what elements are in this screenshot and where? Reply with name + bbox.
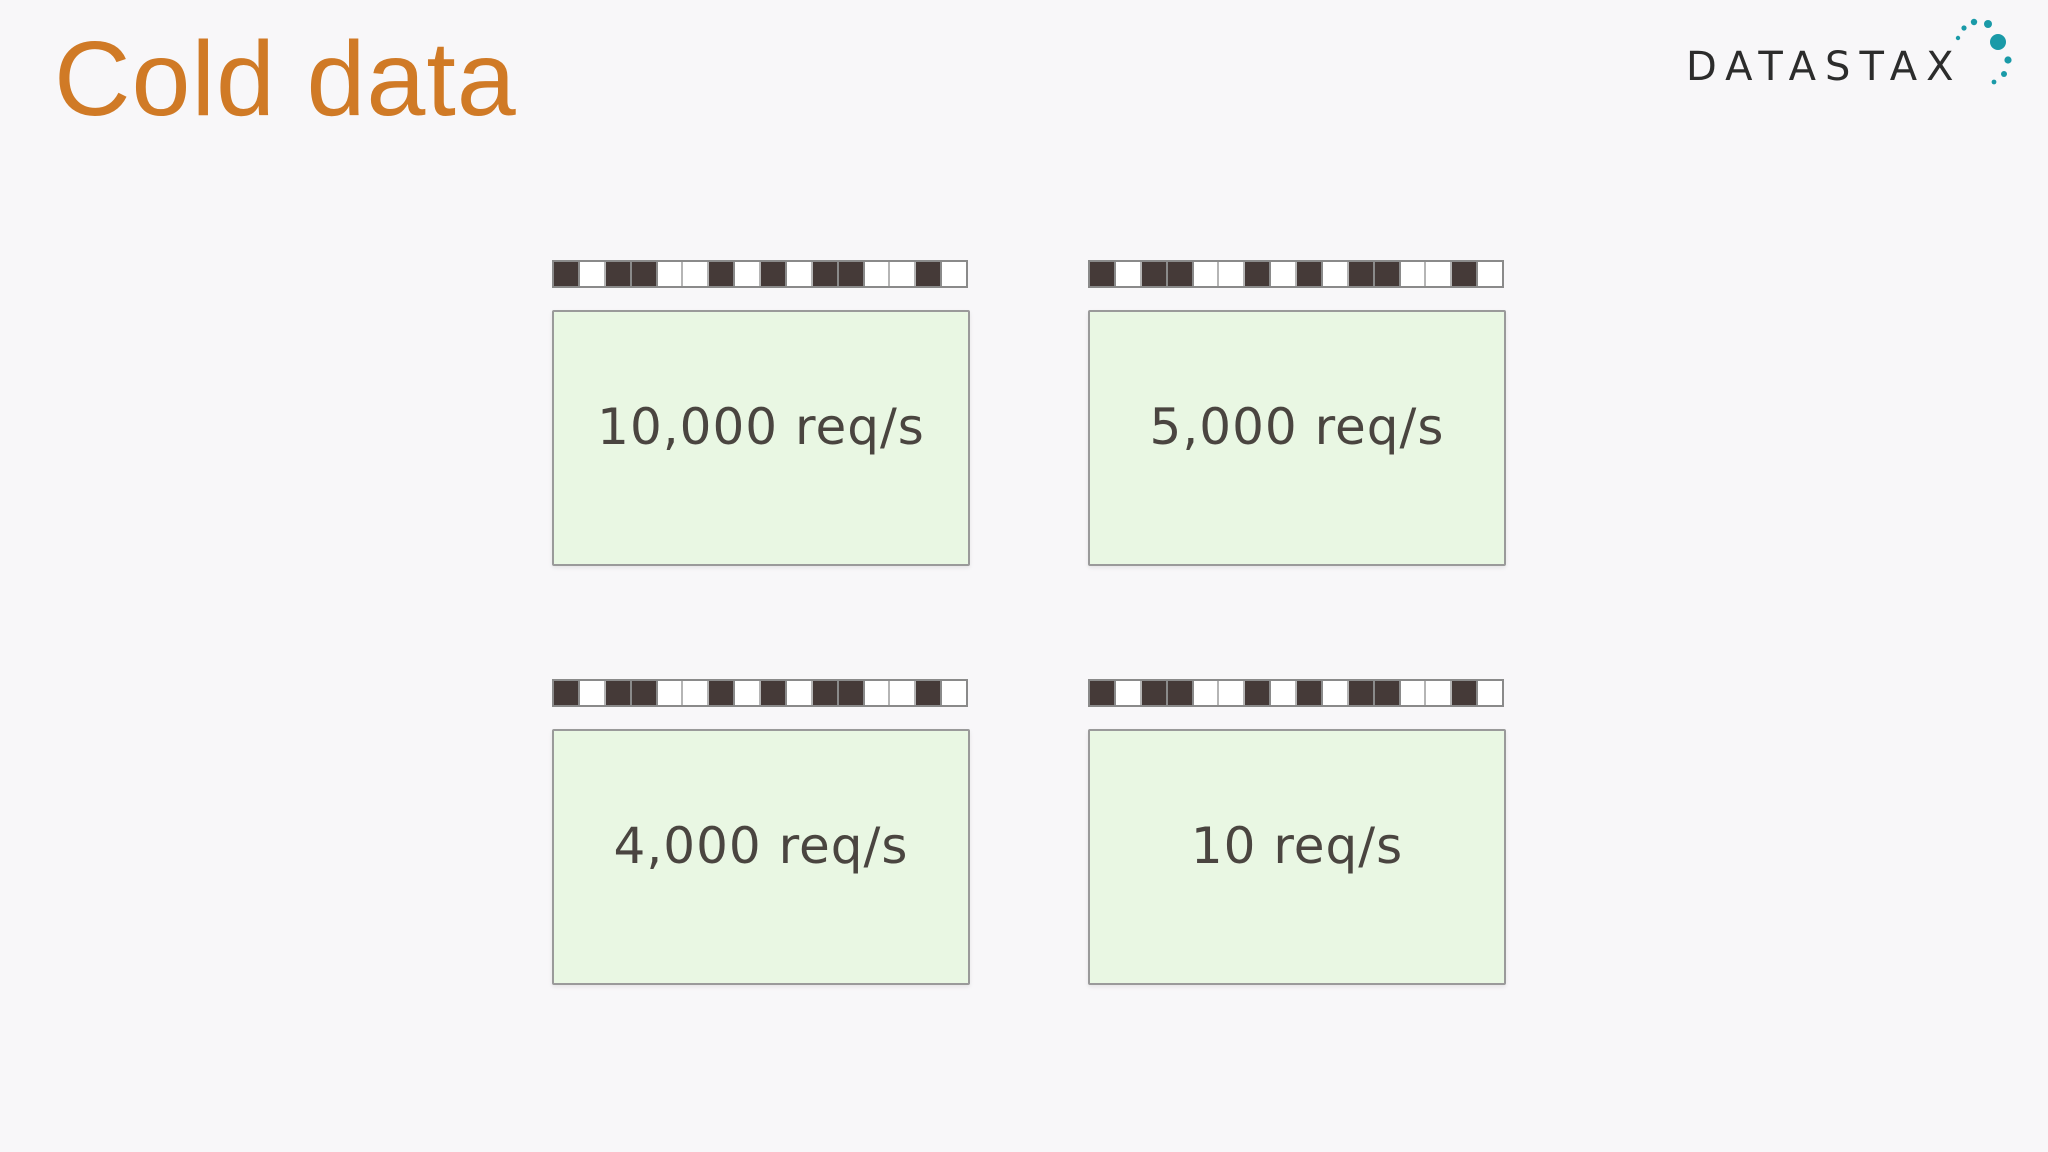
node-3: 4,000 req/s xyxy=(552,679,970,989)
token-owned xyxy=(605,262,632,286)
token-ring-strip xyxy=(552,679,968,707)
token-empty xyxy=(735,681,761,705)
request-rate: 10 req/s xyxy=(1190,817,1404,875)
token-owned xyxy=(1167,681,1194,705)
token-owned xyxy=(709,262,736,286)
token-owned xyxy=(1141,262,1168,286)
token-empty xyxy=(890,681,917,705)
token-owned xyxy=(1348,262,1375,286)
token-empty xyxy=(942,262,966,286)
token-owned xyxy=(761,262,787,286)
token-empty xyxy=(683,262,710,286)
token-owned xyxy=(1348,681,1375,705)
token-ring-strip xyxy=(1088,679,1504,707)
token-empty xyxy=(580,681,606,705)
token-empty xyxy=(942,681,966,705)
token-owned xyxy=(631,262,658,286)
node-box: 10,000 req/s xyxy=(552,310,970,566)
token-empty xyxy=(1323,262,1349,286)
token-empty xyxy=(1401,681,1427,705)
token-empty xyxy=(890,262,917,286)
token-owned xyxy=(1245,262,1272,286)
token-empty xyxy=(1478,262,1502,286)
token-empty xyxy=(1271,681,1297,705)
request-rate: 4,000 req/s xyxy=(613,817,909,875)
token-owned xyxy=(554,681,580,705)
token-owned xyxy=(1374,681,1401,705)
request-rate: 5,000 req/s xyxy=(1149,398,1445,456)
token-empty xyxy=(658,681,684,705)
token-owned xyxy=(761,681,787,705)
token-empty xyxy=(1194,262,1220,286)
token-owned xyxy=(1297,262,1323,286)
token-ring-strip xyxy=(1088,260,1504,288)
node-4: 10 req/s xyxy=(1088,679,1506,989)
token-empty xyxy=(683,681,710,705)
token-empty xyxy=(865,681,891,705)
node-box: 5,000 req/s xyxy=(1088,310,1506,566)
node-box: 10 req/s xyxy=(1088,729,1506,985)
token-empty xyxy=(1401,262,1427,286)
token-empty xyxy=(1194,681,1220,705)
token-owned xyxy=(709,681,736,705)
token-empty xyxy=(735,262,761,286)
logo-wordmark: DATASTAX xyxy=(1686,44,1963,90)
token-owned xyxy=(812,681,839,705)
token-empty xyxy=(787,262,813,286)
logo-dots-icon xyxy=(1955,18,2012,85)
token-empty xyxy=(658,262,684,286)
token-owned xyxy=(554,262,580,286)
request-rate: 10,000 req/s xyxy=(597,398,925,456)
token-empty xyxy=(1323,681,1349,705)
token-owned xyxy=(838,262,865,286)
token-owned xyxy=(1141,681,1168,705)
token-owned xyxy=(631,681,658,705)
token-empty xyxy=(580,262,606,286)
token-empty xyxy=(1426,681,1453,705)
token-empty xyxy=(1116,681,1142,705)
token-owned xyxy=(916,681,943,705)
token-empty xyxy=(1271,262,1297,286)
token-empty xyxy=(1426,262,1453,286)
node-box: 4,000 req/s xyxy=(552,729,970,985)
token-owned xyxy=(1245,681,1272,705)
token-owned xyxy=(812,262,839,286)
node-2: 5,000 req/s xyxy=(1088,260,1506,570)
token-empty xyxy=(787,681,813,705)
token-owned xyxy=(916,262,943,286)
token-owned xyxy=(1374,262,1401,286)
token-empty xyxy=(1219,681,1246,705)
token-owned xyxy=(605,681,632,705)
token-empty xyxy=(1219,262,1246,286)
token-owned xyxy=(1167,262,1194,286)
token-empty xyxy=(865,262,891,286)
token-ring-strip xyxy=(552,260,968,288)
token-owned xyxy=(838,681,865,705)
datastax-logo: DATASTAX xyxy=(1680,14,2020,94)
token-owned xyxy=(1452,262,1479,286)
token-owned xyxy=(1090,262,1116,286)
token-owned xyxy=(1297,681,1323,705)
token-owned xyxy=(1452,681,1479,705)
node-1: 10,000 req/s xyxy=(552,260,970,570)
token-empty xyxy=(1116,262,1142,286)
token-empty xyxy=(1478,681,1502,705)
token-owned xyxy=(1090,681,1116,705)
slide-title: Cold data xyxy=(54,20,517,138)
